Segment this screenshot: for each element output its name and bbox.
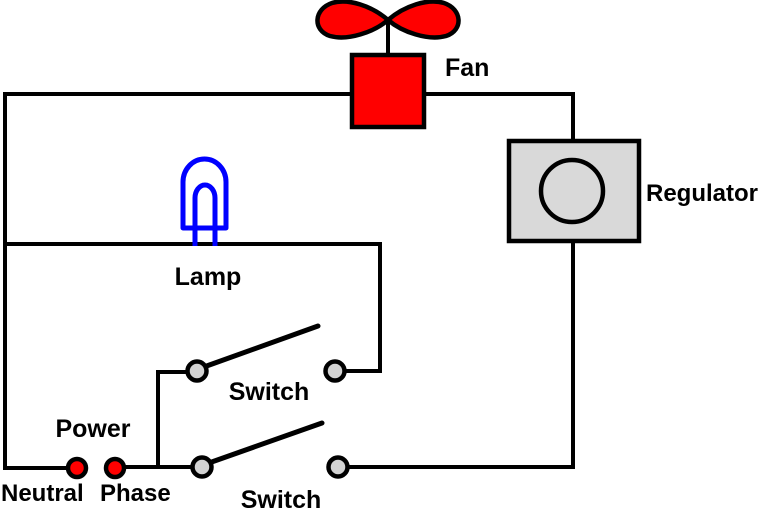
regulator-component: Regulator: [506, 138, 758, 244]
wires: [3, 20, 575, 470]
regulator-label: Regulator: [646, 180, 758, 207]
power-terminals: Power Neutral Phase: [1, 415, 171, 507]
lamp-bulb-icon: [180, 156, 229, 231]
wire-switch-top-left: [156, 370, 188, 467]
switch-bottom-component: Switch: [190, 420, 350, 514]
switch-bottom-left-terminal: [190, 455, 214, 479]
switch-bottom-lever: [203, 420, 325, 467]
fan-body: [349, 52, 427, 130]
switch-bottom-right-terminal: [326, 455, 350, 479]
neutral-terminal: [65, 456, 89, 480]
switch-top-right-terminal: [323, 359, 347, 383]
phase-terminal: [103, 456, 127, 480]
switch-top-label: Switch: [229, 378, 310, 406]
switch-top-component: Switch: [185, 323, 347, 406]
power-label: Power: [55, 415, 130, 443]
regulator-dial-icon: [538, 157, 606, 225]
fan-label: Fan: [445, 54, 489, 82]
lamp-filament-icon: [192, 182, 218, 246]
fan-blades-icon: [315, 0, 461, 40]
switch-top-left-terminal: [185, 359, 209, 383]
phase-label: Phase: [100, 480, 171, 507]
switch-top-lever: [198, 323, 321, 371]
regulator-body: [506, 138, 642, 244]
lamp-label: Lamp: [175, 263, 242, 291]
switch-bottom-label: Switch: [241, 486, 322, 514]
lamp-component: Lamp: [175, 156, 242, 291]
wire-lamp-to-switch: [345, 242, 382, 373]
neutral-label: Neutral: [1, 480, 84, 507]
fan-component: Fan: [315, 0, 489, 130]
